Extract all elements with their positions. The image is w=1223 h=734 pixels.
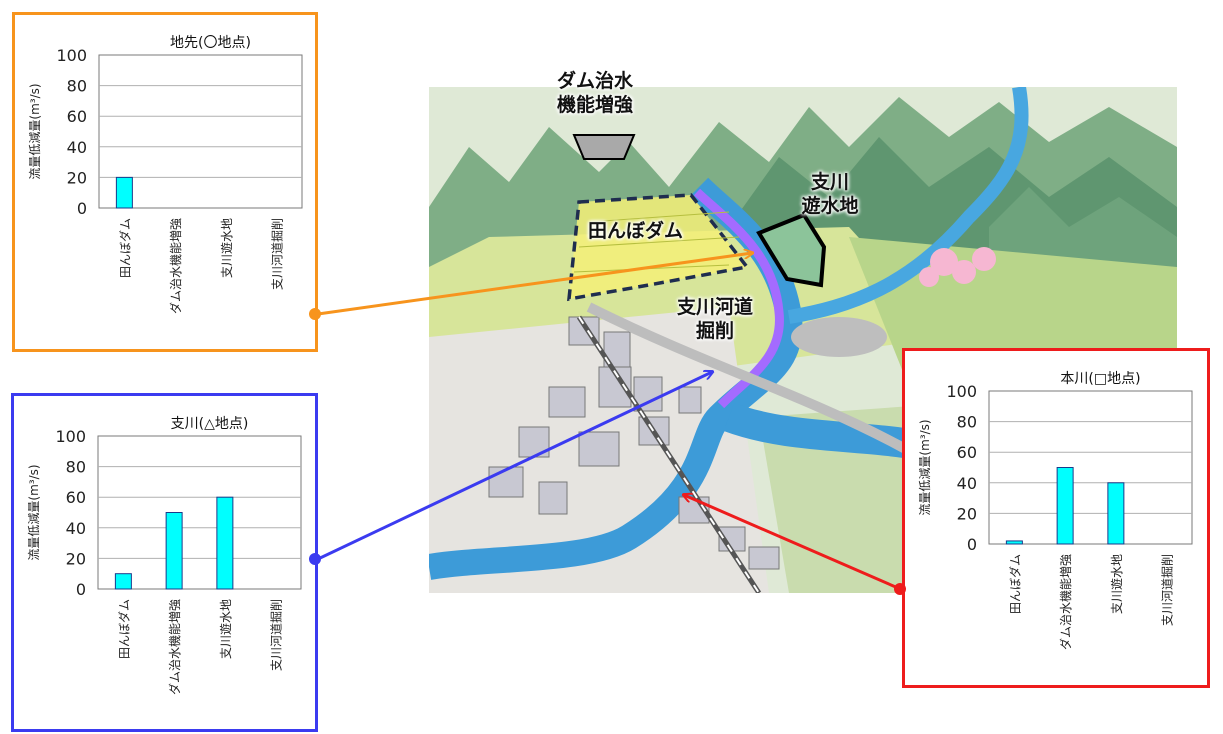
bar: [1056, 467, 1074, 545]
y-tick-label: 100: [946, 382, 977, 401]
y-tick-label: 80: [67, 77, 87, 96]
y-tick-label: 20: [67, 168, 87, 187]
y-tick-label: 20: [66, 549, 86, 568]
y-tick-label: 60: [66, 488, 86, 507]
bar: [165, 512, 183, 590]
x-tick-label: 支川河道掘削: [269, 599, 284, 671]
dam-enhancement-label-line1: ダム治水: [556, 70, 633, 92]
retention-pond-label-line2: 遊水地: [801, 195, 859, 217]
bar: [114, 573, 132, 590]
x-tick-label: 支川遊水地: [218, 599, 233, 659]
x-tick-label: ダム治水機能増強: [1058, 554, 1073, 650]
retention-pond-label-line1: 支川: [810, 171, 849, 193]
y-axis-label: 流量低減量(m³/s): [26, 464, 41, 560]
x-tick-label: ダム治水機能増強: [168, 218, 183, 314]
x-tick-label: 支川河道掘削: [270, 218, 285, 290]
channel-excavation-label-line2: 掘削: [695, 320, 734, 342]
chart-title: 地先(〇地点): [170, 35, 251, 51]
y-tick-label: 20: [957, 504, 977, 523]
y-tick-label: 80: [66, 458, 86, 477]
y-tick-label: 40: [66, 519, 86, 538]
chart-title: 支川(△地点): [171, 416, 249, 432]
y-tick-label: 0: [967, 535, 977, 554]
y-tick-label: 80: [957, 413, 977, 432]
y-tick-label: 40: [957, 474, 977, 493]
x-tick-label: ダム治水機能増強: [167, 599, 182, 695]
channel-excavation-label-line1: 支川河道: [676, 296, 753, 318]
y-tick-label: 0: [77, 199, 87, 218]
channel-excavation-label: 支川河道 掘削: [650, 295, 780, 343]
dam-enhancement-label: ダム治水 機能増強: [530, 69, 660, 117]
x-tick-label: 田んぼダム: [1007, 554, 1022, 614]
x-tick-label: 支川遊水地: [1109, 554, 1124, 614]
chart-panel-honsen: 本川(□地点) 0 20 40 60 80 100 流量低減量(m³/s) 田んぼダム ダム治水機…: [902, 348, 1210, 688]
bar: [1005, 540, 1023, 545]
x-tick-label: 田んぼダム: [117, 218, 132, 278]
y-tick-label: 60: [67, 107, 87, 126]
x-tick-label: 支川遊水地: [219, 218, 234, 278]
chart-panel-shisen: 支川(△地点) 0 20 40 60 80 100 流量低減量(m³/s) 田んぼダム ダム治水機…: [11, 393, 318, 732]
x-tick-label: 田んぼダム: [116, 599, 131, 659]
chart-jisaki: 地先(〇地点) 0 20 40 60 80 100 流量低減量(m³/s) 田んぼダム ダム治水機…: [27, 35, 303, 314]
y-tick-label: 100: [56, 46, 87, 65]
bar: [1107, 482, 1125, 545]
dam-enhancement-label-line2: 機能増強: [556, 94, 633, 116]
tanbo-dam-label: 田んぼダム: [588, 220, 684, 242]
chart-shisen: 支川(△地点) 0 20 40 60 80 100 流量低減量(m³/s) 田んぼダム ダム治水機…: [26, 416, 302, 695]
chart-panel-jisaki: 地先(〇地点) 0 20 40 60 80 100 流量低減量(m³/s) 田んぼダム ダム治水機…: [12, 12, 318, 352]
plot-area: [988, 390, 1193, 545]
y-tick-label: 40: [67, 138, 87, 157]
bar: [115, 176, 133, 209]
retention-pond-label: 支川 遊水地: [780, 170, 880, 218]
y-axis-label: 流量低減量(m³/s): [917, 419, 932, 515]
chart-title: 本川(□地点): [1060, 371, 1140, 387]
y-tick-label: 100: [55, 427, 86, 446]
y-axis-label: 流量低減量(m³/s): [27, 83, 42, 179]
chart-honsen: 本川(□地点) 0 20 40 60 80 100 流量低減量(m³/s) 田んぼダム ダム治水機…: [917, 371, 1193, 650]
y-tick-label: 60: [957, 443, 977, 462]
x-tick-label: 支川河道掘削: [1160, 554, 1175, 626]
bar: [216, 496, 234, 590]
plot-area: [97, 435, 302, 590]
y-tick-label: 0: [76, 580, 86, 599]
